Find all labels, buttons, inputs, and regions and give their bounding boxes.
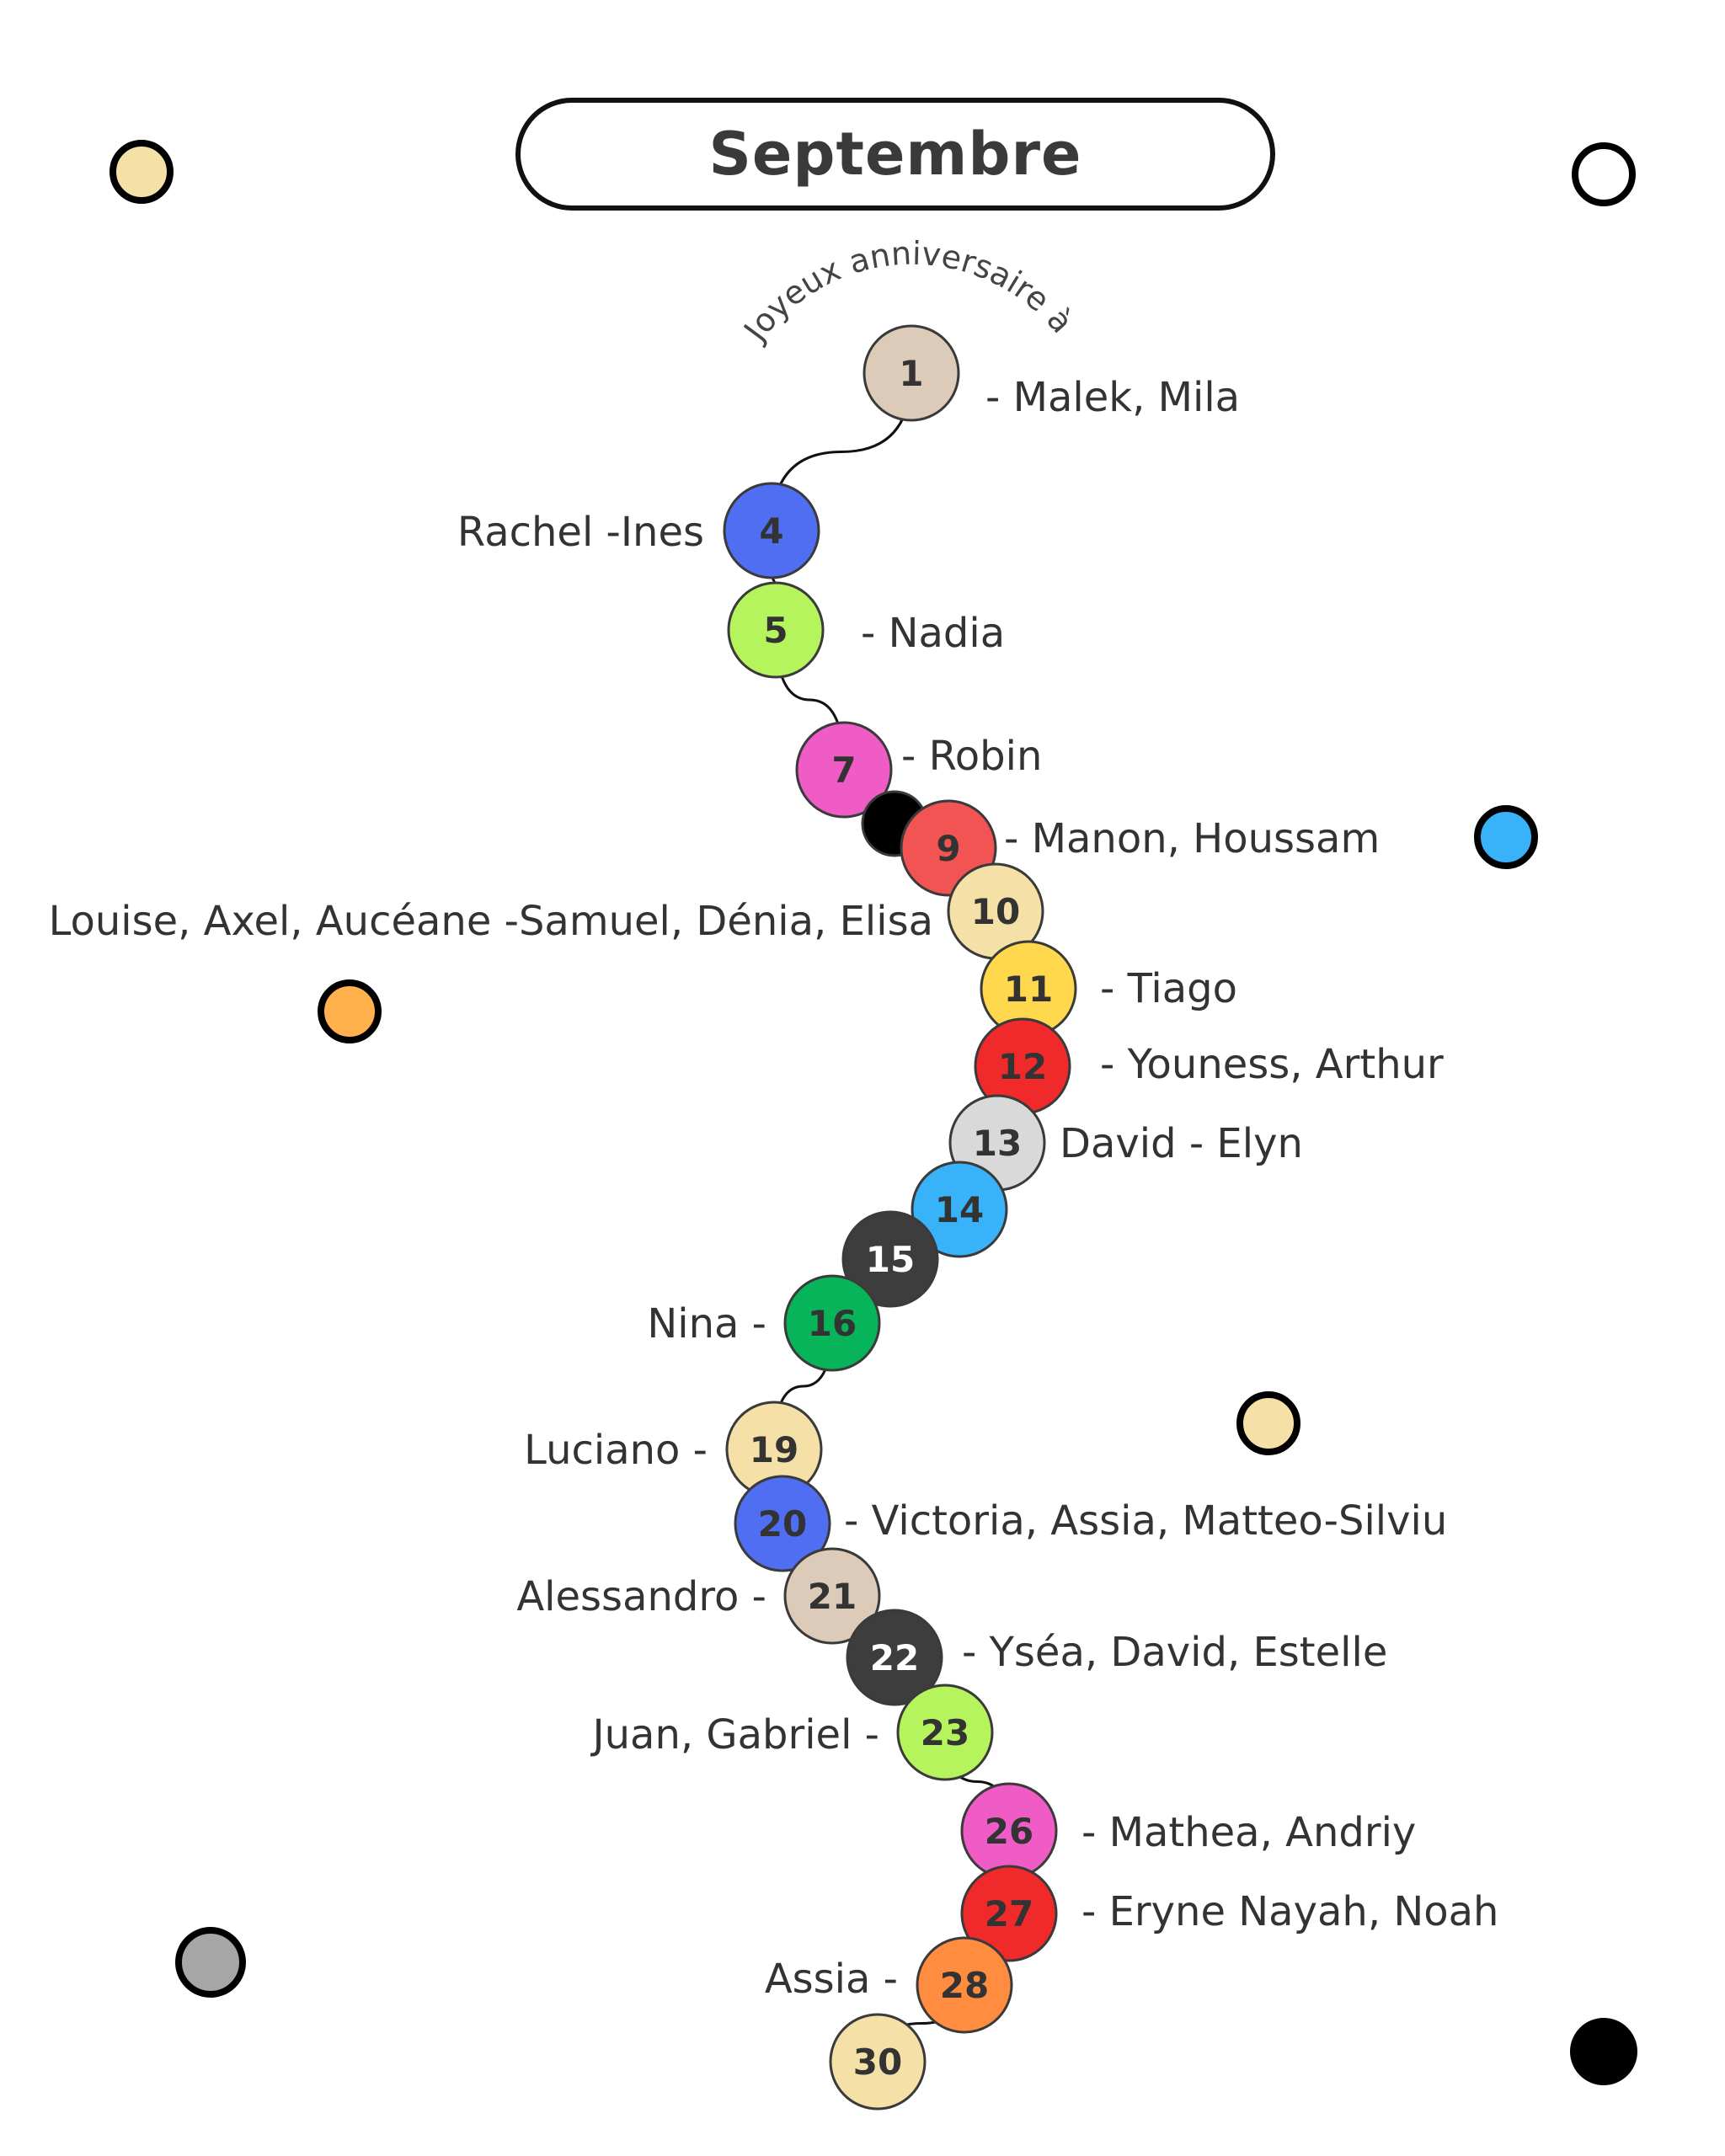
day-circle-26: 26: [960, 1782, 1058, 1880]
day-circle-fill: [960, 1865, 1058, 1962]
day-circle-19: 19: [725, 1401, 823, 1498]
decor-dot: [318, 979, 382, 1043]
name-label-day-26: - Mathea, Andriy: [1081, 1809, 1417, 1856]
day-circle-11: 11: [980, 940, 1077, 1038]
day-number: 20: [758, 1503, 807, 1545]
name-label-day-16: Nina -: [647, 1300, 766, 1348]
decor-dots: [109, 140, 1637, 2085]
day-circle-14: 14: [911, 1161, 1008, 1258]
decor-dot: [175, 1927, 246, 1998]
day-circle-fill: [723, 482, 820, 579]
day-circle-15: 15: [841, 1210, 939, 1308]
day-circle-30: 30: [829, 2013, 927, 2111]
day-circle-28: 28: [916, 1936, 1013, 2034]
day-circle-fill: [841, 1210, 939, 1308]
day-circle-7: 7: [795, 721, 893, 819]
day-circle-fill: [734, 1475, 831, 1572]
day-circle-27: 27: [960, 1865, 1058, 1962]
name-label-day-1: - Malek, Mila: [985, 374, 1241, 421]
day-circle-fill: [795, 721, 893, 819]
decor-dot: [1572, 142, 1636, 206]
day-circle-fill: [911, 1161, 1008, 1258]
name-label-day-11: - Tiago: [1100, 965, 1238, 1012]
name-label-day-27: - Eryne Nayah, Noah: [1081, 1888, 1499, 1935]
name-label-day-20: - Victoria, Assia, Matteo-Silviu: [844, 1497, 1448, 1545]
day-number: 15: [866, 1239, 915, 1280]
name-label-day-28: Assia -: [764, 1956, 898, 2003]
day-number: 26: [985, 1811, 1033, 1852]
name-label-day-5: - Nadia: [861, 610, 1006, 657]
day-circle-16: 16: [783, 1274, 881, 1372]
day-circle-fill: [783, 1274, 881, 1372]
day-circle-20: 20: [734, 1475, 831, 1572]
day-number: 14: [935, 1189, 984, 1230]
day-circle-fill: [829, 2013, 927, 2111]
day-number: 19: [750, 1429, 798, 1470]
day-number: 27: [985, 1893, 1033, 1935]
day-circle-fill: [783, 1547, 881, 1645]
day-circle-fill: [862, 324, 960, 422]
month-title-pill: Septembre: [515, 98, 1275, 211]
day-circle-fill: [846, 1609, 943, 1706]
name-label-day-13: David - Elyn: [1060, 1120, 1303, 1167]
day-circle-fill: [727, 581, 825, 679]
name-label-day-19: Luciano -: [524, 1427, 708, 1474]
day-number: 30: [853, 2041, 902, 2083]
name-label-day-21: Alessandro -: [516, 1573, 766, 1620]
day-number: 23: [921, 1712, 969, 1753]
day-number: 10: [971, 891, 1020, 932]
day-number: 13: [973, 1123, 1022, 1164]
day-number: 21: [808, 1576, 857, 1617]
day-number: 5: [763, 610, 788, 651]
day-number: 7: [831, 750, 856, 791]
decor-dot: [109, 140, 174, 204]
day-circle-fill: [896, 1684, 994, 1781]
day-circle-5: 5: [727, 581, 825, 679]
decor-dot: [1570, 2018, 1637, 2085]
name-label-day-7: - Robin: [901, 733, 1043, 780]
day-number: 28: [940, 1965, 989, 2006]
name-label-day-23: Juan, Gabriel -: [592, 1711, 879, 1758]
decor-dot: [1236, 1391, 1300, 1455]
day-circle-4: 4: [723, 482, 820, 579]
day-number: 1: [899, 353, 923, 394]
day-circle-22: 22: [846, 1609, 943, 1706]
day-circle-1: 1: [862, 324, 960, 422]
name-label-day-4: Rachel -Ines: [457, 509, 704, 556]
day-number: 4: [759, 510, 783, 552]
name-label-day-12: - Youness, Arthur: [1100, 1041, 1444, 1088]
name-label-day-10: Louise, Axel, Aucéane -Samuel, Dénia, El…: [48, 898, 933, 945]
day-number: 22: [870, 1637, 919, 1678]
day-number: 11: [1004, 969, 1053, 1010]
day-circle-21: 21: [783, 1547, 881, 1645]
day-circle-12: 12: [974, 1017, 1071, 1115]
decor-dot: [1474, 805, 1538, 869]
day-number: 16: [808, 1303, 857, 1344]
name-label-day-22: - Yséa, David, Estelle: [962, 1629, 1388, 1676]
name-label-day-9: - Manon, Houssam: [1004, 815, 1381, 862]
month-title: Septembre: [708, 120, 1082, 189]
day-circle-fill: [916, 1936, 1013, 2034]
day-number: 12: [998, 1046, 1047, 1087]
day-circle-10: 10: [947, 862, 1044, 960]
day-number: 9: [936, 828, 960, 869]
day-circle-23: 23: [896, 1684, 994, 1781]
